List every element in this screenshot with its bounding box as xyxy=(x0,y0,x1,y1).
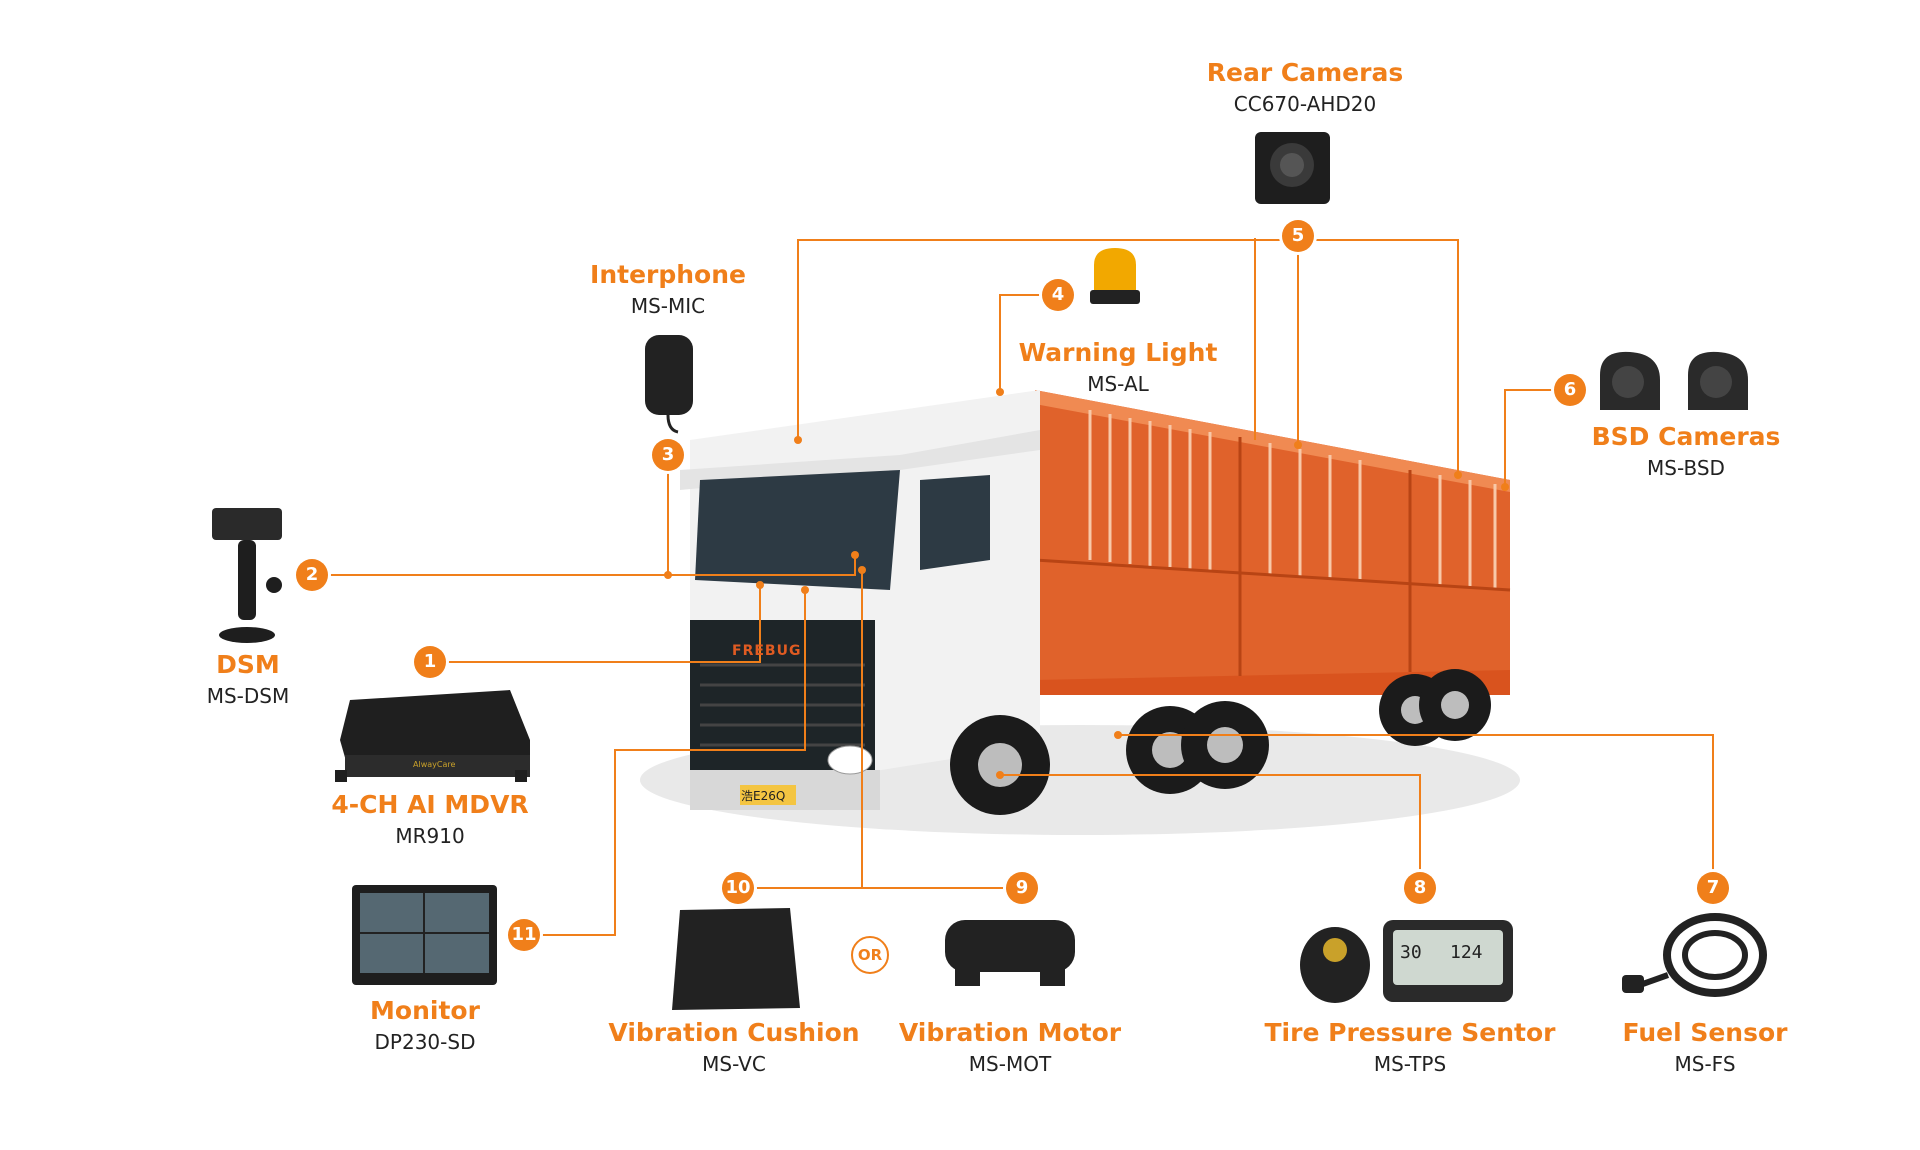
or-separator: OR xyxy=(851,936,889,974)
tpms-right-readout: 124 xyxy=(1450,942,1483,963)
label-bsd-cameras: BSD Cameras MS-BSD xyxy=(1592,422,1781,482)
headlight xyxy=(827,745,873,775)
label-vibration-cushion: Vibration Cushion MS-VC xyxy=(608,1018,859,1078)
badge-9: 9 xyxy=(1006,872,1038,904)
label-title: Fuel Sensor xyxy=(1622,1018,1788,1047)
label-warning-light: Warning Light MS-AL xyxy=(1019,338,1218,398)
license-plate-text: 浩E26Q xyxy=(741,789,786,803)
badge-10: 10 xyxy=(722,872,754,904)
badge-11: 11 xyxy=(508,919,540,951)
label-interphone: Interphone MS-MIC xyxy=(590,260,746,320)
label-rear-cameras: Rear Cameras CC670-AHD20 xyxy=(1207,58,1403,118)
label-title: Vibration Cushion xyxy=(608,1018,860,1047)
label-model: MS-DSM xyxy=(206,684,290,708)
label-fuel-sensor: Fuel Sensor MS-FS xyxy=(1622,1018,1787,1078)
label-title: Interphone xyxy=(590,260,746,289)
label-mdvr: 4-CH AI MDVR MR910 xyxy=(331,790,528,850)
vibration-motor-icon xyxy=(945,920,1075,986)
windshield xyxy=(695,470,900,590)
label-model: MS-FS xyxy=(1674,1052,1736,1076)
tire-pressure-sensor-icon xyxy=(1300,920,1513,1003)
side-window xyxy=(920,475,990,570)
label-title: 4-CH AI MDVR xyxy=(331,790,529,819)
label-model: DP230-SD xyxy=(374,1030,476,1054)
label-title: BSD Cameras xyxy=(1591,422,1781,451)
bsd-camera-icon xyxy=(1600,351,1748,410)
label-monitor: Monitor DP230-SD xyxy=(370,996,480,1056)
interphone-mic-icon xyxy=(645,335,693,434)
label-model: MS-AL xyxy=(1087,372,1149,396)
label-model: MS-TPS xyxy=(1373,1052,1447,1076)
label-model: CC670-AHD20 xyxy=(1233,92,1377,116)
label-vibration-motor: Vibration Motor MS-MOT xyxy=(899,1018,1121,1078)
trailer-slats xyxy=(1088,410,1497,588)
license-plate-bg xyxy=(740,785,796,805)
label-dsm: DSM MS-DSM xyxy=(207,650,290,710)
badge-4: 4 xyxy=(1042,279,1074,311)
label-title: Monitor xyxy=(370,996,480,1025)
badge-1: 1 xyxy=(414,646,446,678)
badge-5: 5 xyxy=(1282,220,1314,252)
badge-7: 7 xyxy=(1697,872,1729,904)
label-title: Warning Light xyxy=(1018,338,1218,367)
badge-2: 2 xyxy=(296,559,328,591)
badge-3: 3 xyxy=(652,439,684,471)
label-model: MS-BSD xyxy=(1647,456,1725,480)
connector-paths xyxy=(312,238,1714,936)
grille-brand-text: FREBUG xyxy=(732,643,802,659)
label-title: Vibration Motor xyxy=(898,1018,1122,1047)
warning-light-icon xyxy=(1090,248,1140,304)
monitor-icon xyxy=(352,885,497,985)
vibration-cushion-icon xyxy=(672,908,800,1010)
rear-camera-icon xyxy=(1255,132,1330,204)
label-model: MS-MOT xyxy=(968,1052,1052,1076)
dsm-camera-icon xyxy=(212,508,282,643)
tpms-left-readout: 30 xyxy=(1400,942,1422,963)
label-model: MS-MIC xyxy=(630,294,706,318)
label-title: Tire Pressure Sentor xyxy=(1264,1018,1556,1047)
truck-illustration xyxy=(640,390,1520,835)
mdvr-unit-icon xyxy=(335,690,530,782)
label-tire-pressure: Tire Pressure Sentor MS-TPS xyxy=(1265,1018,1556,1078)
badge-6: 6 xyxy=(1554,374,1586,406)
label-model: MR910 xyxy=(395,824,465,848)
fuel-sensor-icon xyxy=(1622,913,1767,997)
connector-dots xyxy=(664,388,1509,779)
label-model: MS-VC xyxy=(702,1052,766,1076)
label-title: Rear Cameras xyxy=(1206,58,1404,87)
badge-8: 8 xyxy=(1404,872,1436,904)
label-title: DSM xyxy=(216,650,280,679)
mdvr-brand-text: AlwayCare xyxy=(413,760,456,769)
